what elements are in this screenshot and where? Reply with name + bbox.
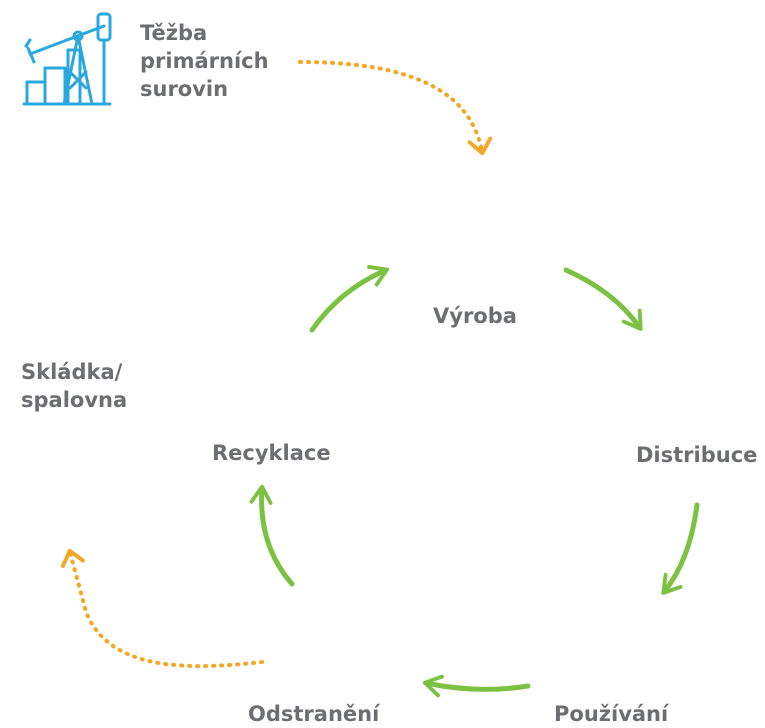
label-production: Výroba <box>433 304 517 328</box>
arrow-usage-to-disposal <box>422 674 531 698</box>
label-extraction-line-3: surovin <box>140 77 229 101</box>
label-landfill-line-1: Skládka/ <box>21 360 123 384</box>
oil-pump-icon <box>22 12 112 106</box>
arrow-extraction-to-production <box>298 60 493 156</box>
arrow-recycling-to-production <box>309 265 390 333</box>
label-extraction-line-1: Těžba <box>140 21 208 45</box>
label-disposal: Odstranění <box>248 702 380 726</box>
label-usage: Používání <box>554 702 669 726</box>
arrow-disposal-to-recycling <box>249 484 295 587</box>
label-landfill: Skládka/ spalovna <box>21 358 127 414</box>
arrow-disposal-to-landfill <box>61 548 264 669</box>
label-recycling: Recyklace <box>212 441 331 465</box>
label-landfill-line-2: spalovna <box>21 388 128 412</box>
arrow-distribution-to-usage <box>661 502 700 595</box>
arrow-production-to-distribution <box>563 267 643 331</box>
label-distribution: Distribuce <box>636 443 758 467</box>
label-extraction: Těžba primárních surovin <box>140 19 269 103</box>
label-extraction-line-2: primárních <box>140 49 269 73</box>
